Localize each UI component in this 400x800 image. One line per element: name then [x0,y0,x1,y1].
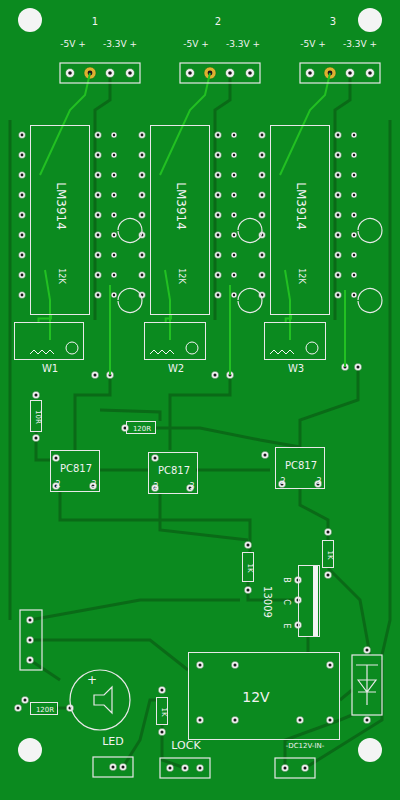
silkscreen-text: + [87,674,97,686]
component-label: C [282,599,290,605]
component-label: 12V [242,690,269,704]
component-label: 13009 [262,586,272,618]
component-outline: 1K [156,697,168,725]
heatsink-bar [313,565,318,637]
component-outline: W2 [144,322,206,360]
solder-pads [14,67,374,772]
component-outline: 1K [242,552,254,582]
component-outline: PC8172 3 [50,450,100,492]
silkscreen-text: -5V + [60,40,86,49]
component-outline: LM3914 12K [30,125,90,315]
component-label: B [282,577,290,583]
trace-connector [166,315,171,322]
component-outline: 120R [30,702,58,715]
component-label: LM3914 [175,182,187,230]
component-label: W2 [168,364,184,374]
component-label: 1K [160,707,167,716]
component-label: 1K [326,550,333,559]
copper-traces [10,73,390,768]
component-label: PC817 [60,464,92,474]
component-outline: 13009BCE [298,565,320,637]
component-label: W3 [288,364,304,374]
component-outline: 1K [322,540,334,568]
component-label: PC817 [285,461,317,471]
silkscreen-text: -3.3V + [226,40,260,49]
silkscreen-text: -5V + [300,40,326,49]
component-label: 120R [36,706,54,713]
component-outline: LM3914 12K [270,125,330,315]
silkscreen-text: 2 [215,17,221,27]
component-label: 1K [246,563,253,572]
mounting-holes [18,8,382,762]
jumper-wires [40,73,345,375]
component-outline: PC8172 3 [275,447,325,489]
component-outline: W3 [264,322,326,360]
silkscreen-text: 1 [92,17,98,27]
component-label: 3 [189,483,194,491]
silkscreen-text: -DC12V-IN- [286,743,324,750]
component-label: LM3914 [295,182,307,230]
silkscreen-text: -3.3V + [103,40,137,49]
component-label: 12K [177,268,185,283]
component-label: E [282,623,290,628]
component-label: PC817 [158,466,190,476]
component-label: 120R [133,425,151,432]
component-outline: 10R [30,400,42,432]
silkscreen-text: LED [102,736,124,747]
component-label: 3 [316,478,321,486]
component-label: 2 [153,483,158,491]
silkscreen-text: -3.3V + [343,40,377,49]
silkscreen-text: 3 [330,17,336,27]
silkscreen-text: LOCK [171,740,200,751]
component-outline: LM3914 12K [150,125,210,315]
component-label: 2 [280,478,285,486]
component-label: 12K [57,268,65,283]
silkscreen-text: -5V + [183,40,209,49]
silkscreen [20,63,382,778]
component-outline: 120R [126,421,156,434]
component-label: 12K [297,268,305,283]
component-label: 3 [91,481,96,489]
component-outline: W1 [14,322,84,360]
component-outline: PC8172 3 [148,452,198,494]
component-label: 10R [34,410,41,424]
component-label: 2 [55,481,60,489]
trace-connector [286,315,291,322]
trace-connector [39,315,52,322]
component-label: W1 [42,364,58,374]
component-label: LM3914 [55,182,67,230]
potentiometer-symbols [30,342,318,354]
component-outline: 12V [188,652,340,740]
